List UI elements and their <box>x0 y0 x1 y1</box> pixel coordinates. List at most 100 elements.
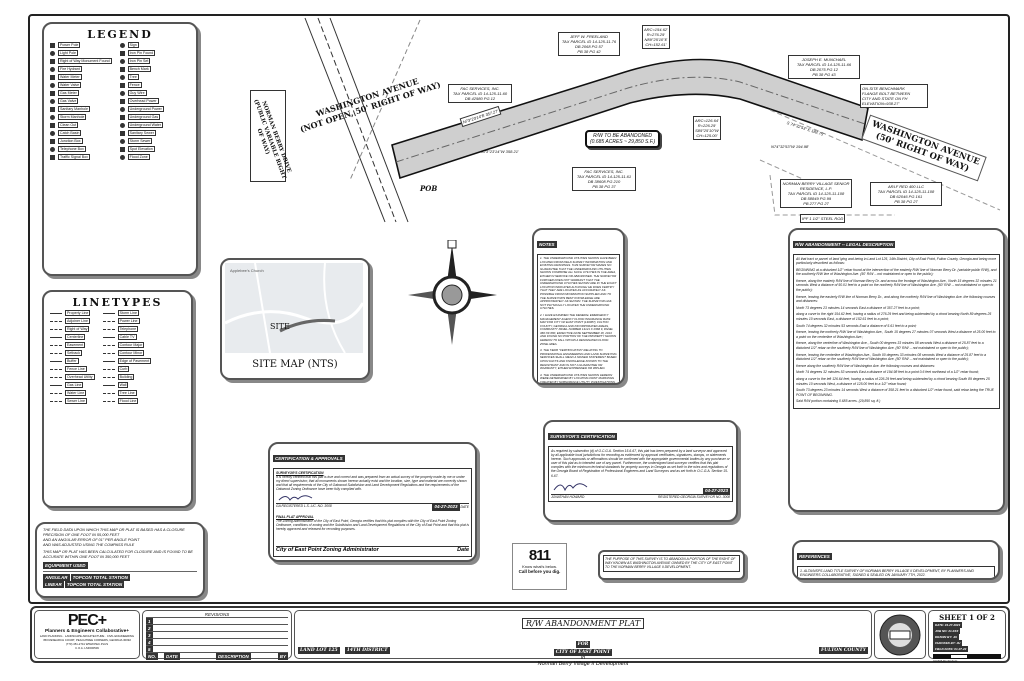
legend-symbol-icon <box>119 154 125 160</box>
company-services: LAND PLANNING · LANDSCAPE ARCHITECTURE ·… <box>39 634 135 638</box>
legend-item: Junction Box <box>50 137 112 145</box>
job-info-value: FIELD DATE: 01-07-22 <box>933 646 969 652</box>
legend-item: Storm Sewer <box>119 137 164 145</box>
revision-number: 3 <box>146 632 153 638</box>
curve-chord: CH=152.61' <box>645 42 667 47</box>
revision-row: 3 <box>146 631 288 638</box>
legend-item: Right of Way Monument Found <box>50 57 112 65</box>
legend-title: LEGEND <box>87 28 153 41</box>
point-of-beginning: POB <box>420 184 438 193</box>
note-item: 4. THE UNDERGROUND UTILITIES SHOWN HEREO… <box>540 372 616 384</box>
linetypes-symbol-icon <box>50 344 62 346</box>
legend-label: Storm Manhole <box>58 114 87 120</box>
linetypes-item: Gas Line <box>50 381 95 389</box>
legend-symbol-icon <box>50 42 55 48</box>
linetypes-label: Water Line <box>65 390 87 396</box>
legend-item: Fence <box>119 81 164 89</box>
company-logo: PEC+ <box>67 612 107 629</box>
purpose-panel: THE PURPOSE OF THIS SURVEY IS TO ABANDON… <box>598 550 745 580</box>
linetypes-symbol-icon <box>102 352 115 354</box>
surveyor-cert-title: SURVEYOR'S CERTIFICATION <box>548 433 617 440</box>
for-label: FOR <box>575 641 591 648</box>
legend-item: Guy Wire <box>119 89 164 97</box>
job-info-value: JOB NO: 21-0XX <box>933 628 961 634</box>
legend-symbol-icon <box>119 42 125 48</box>
legend-item: Water Meter <box>50 73 112 81</box>
abandonment-callout: R/W TO BE ABANDONED (0.685 ACRES ~ 29,85… <box>585 130 661 148</box>
legend-item: Iron Pin Found <box>119 49 164 57</box>
linetypes-symbol-icon <box>50 328 62 330</box>
company-coa: C.O.A. LSF000509 <box>75 646 99 650</box>
county: FULTON COUNTY <box>819 647 868 654</box>
norman-berry-label-box: NORMAN BERRY DRIVE (PUBLIC VARIABLE RIGH… <box>250 90 292 182</box>
admin-date-label: Date <box>457 547 469 553</box>
legend-label: Water Valve <box>58 82 82 88</box>
legend-symbol-icon <box>50 106 55 112</box>
in-label: in <box>580 655 586 661</box>
legend-symbol-icon <box>50 154 55 160</box>
legend-label: Iron Pin Found <box>127 50 156 56</box>
legend-label: Fire Hydrant <box>58 66 82 72</box>
equipment-label: EQUIPMENT USED <box>43 562 88 569</box>
legend-label: Power Pole <box>58 42 81 48</box>
purpose-text: THE PURPOSE OF THIS SURVEY IS TO ABANDON… <box>603 555 740 572</box>
linetypes-item: Building <box>102 373 152 381</box>
legend-item: Storm Manhole <box>50 113 112 121</box>
surveyor-certification-panel: SURVEYOR'S CERTIFICATION As required by … <box>543 420 738 522</box>
linetypes-label: Building <box>117 374 135 380</box>
linetypes-label: Buffer <box>65 358 79 364</box>
job-info-line: JOB NO: 21-0XX <box>933 628 1001 634</box>
project-development: Norman Berry Village II Development <box>537 661 629 667</box>
linetypes-label: Easement <box>65 342 86 348</box>
sheet-number: SHEET 1 OF 2 <box>939 613 995 622</box>
linetypes-symbol-icon <box>102 400 115 402</box>
owner-detail: DB 42980 PG 12 <box>464 96 496 101</box>
linetypes-symbol-icon <box>102 376 115 378</box>
legend-label: Sign <box>127 42 139 48</box>
legal-title: R/W ABANDONMENT -- LEGAL DESCRIPTION <box>793 241 896 248</box>
owner-detail: DB 2075 PG 12 <box>809 67 839 72</box>
job-info-line: FIELD DATE: 01-07-22 <box>933 646 1001 652</box>
linetypes-item: Tree Line <box>102 389 152 397</box>
job-info-value: CHECKED BY: JH <box>933 640 963 646</box>
revision-row: 2 <box>146 624 288 631</box>
linetypes-label: Contour Major <box>117 342 145 348</box>
revision-row: 5 <box>146 645 288 652</box>
site-highlight <box>279 319 336 333</box>
linetypes-label: Wall <box>117 382 129 388</box>
legend-label: Gas Valve <box>58 98 79 104</box>
legend-item: Light Pole <box>50 49 112 57</box>
sheet-border <box>28 14 1010 604</box>
legend-symbol-icon <box>50 122 55 128</box>
rev-col-no: NO. <box>146 653 159 660</box>
owner-detail: DB 58849 PG 99 <box>800 196 832 201</box>
owner-detail: DB 2068 PG 57 <box>574 44 604 49</box>
linetypes-symbol-icon <box>102 392 115 394</box>
legend-item: Flood Zone <box>119 153 164 161</box>
washington-centerline <box>395 76 866 163</box>
legend-item: Underground Gas <box>119 113 164 121</box>
legend-label: Underground Gas <box>127 114 161 120</box>
legend-symbol-icon <box>119 90 125 96</box>
owner-detail: PB 277 PG 27 <box>803 201 829 206</box>
abandon-area: (0.685 ACRES ~ 29,850 S.F.) <box>590 139 656 145</box>
linetypes-item: Storm Line <box>102 309 152 317</box>
surveyor-reg: REGISTERED GEORGIA SURVEYOR NO. 3008 <box>657 494 730 499</box>
rev-col-date: DATE <box>164 653 180 660</box>
linetypes-symbol-icon <box>50 392 62 394</box>
legend-symbol-icon <box>119 146 125 152</box>
legal-text: All that tract or parcel of land lying a… <box>793 254 1000 410</box>
legend-item: Bench Mark <box>119 65 164 73</box>
owner-detail: TAX PARCEL ID 14-125-11-108 <box>877 189 935 194</box>
linetypes-item: Right of Way <box>50 325 95 333</box>
road-edge-line <box>304 17 386 223</box>
legend-item: Gas Valve <box>50 97 112 105</box>
legend-label: Right of Way Monument Found <box>58 58 112 64</box>
linetypes-item: Adjoiner Line <box>50 317 95 325</box>
surveyor-cert-date: 04-27-2023 <box>702 487 730 494</box>
